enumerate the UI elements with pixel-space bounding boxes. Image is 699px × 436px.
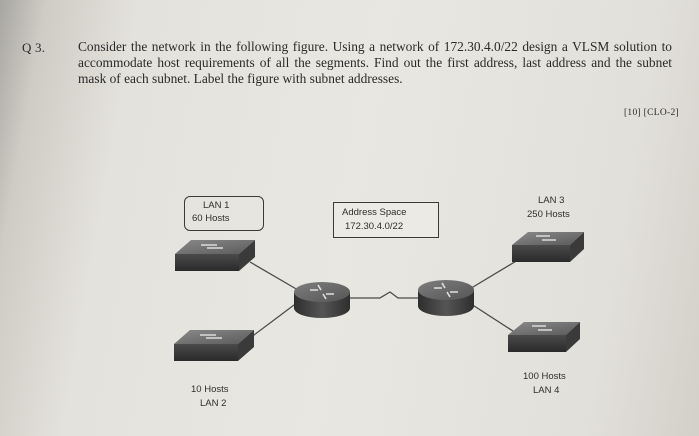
- lan1-name: LAN 1: [203, 200, 230, 211]
- lan3-hosts: 250 Hosts: [527, 209, 570, 220]
- address-space-value: 172.30.4.0/22: [345, 221, 404, 232]
- lan4-name: LAN 4: [533, 385, 560, 396]
- switch-lan4-icon: [508, 322, 580, 352]
- switch-lan1-icon: [175, 240, 255, 271]
- network-links: [249, 259, 519, 339]
- address-space-title: Address Space: [342, 207, 407, 218]
- lan4-hosts: 100 Hosts: [523, 371, 566, 382]
- serial-link-router1-router2: [344, 291, 424, 299]
- lan2-name: LAN 2: [200, 398, 227, 409]
- marks-label: [10] [CLO-2]: [623, 108, 679, 118]
- switch-lan3-icon: [512, 232, 584, 262]
- address-space-box: [333, 202, 439, 238]
- link-lan1-router1: [249, 261, 299, 291]
- question-text: Consider the network in the following fi…: [78, 39, 672, 86]
- link-router2-lan4: [467, 301, 517, 334]
- lan1-label-box: [184, 196, 264, 231]
- lan1-hosts: 60 Hosts: [192, 213, 230, 224]
- lan2-hosts: 10 Hosts: [191, 384, 229, 395]
- link-router2-lan3: [467, 259, 519, 291]
- router-2-icon: [418, 280, 474, 316]
- router-1-icon: [294, 282, 350, 318]
- link-lan2-router1: [249, 301, 299, 339]
- question-number: Q 3.: [22, 40, 46, 55]
- switch-lan2-icon: [174, 330, 254, 361]
- lan3-name: LAN 3: [538, 195, 565, 206]
